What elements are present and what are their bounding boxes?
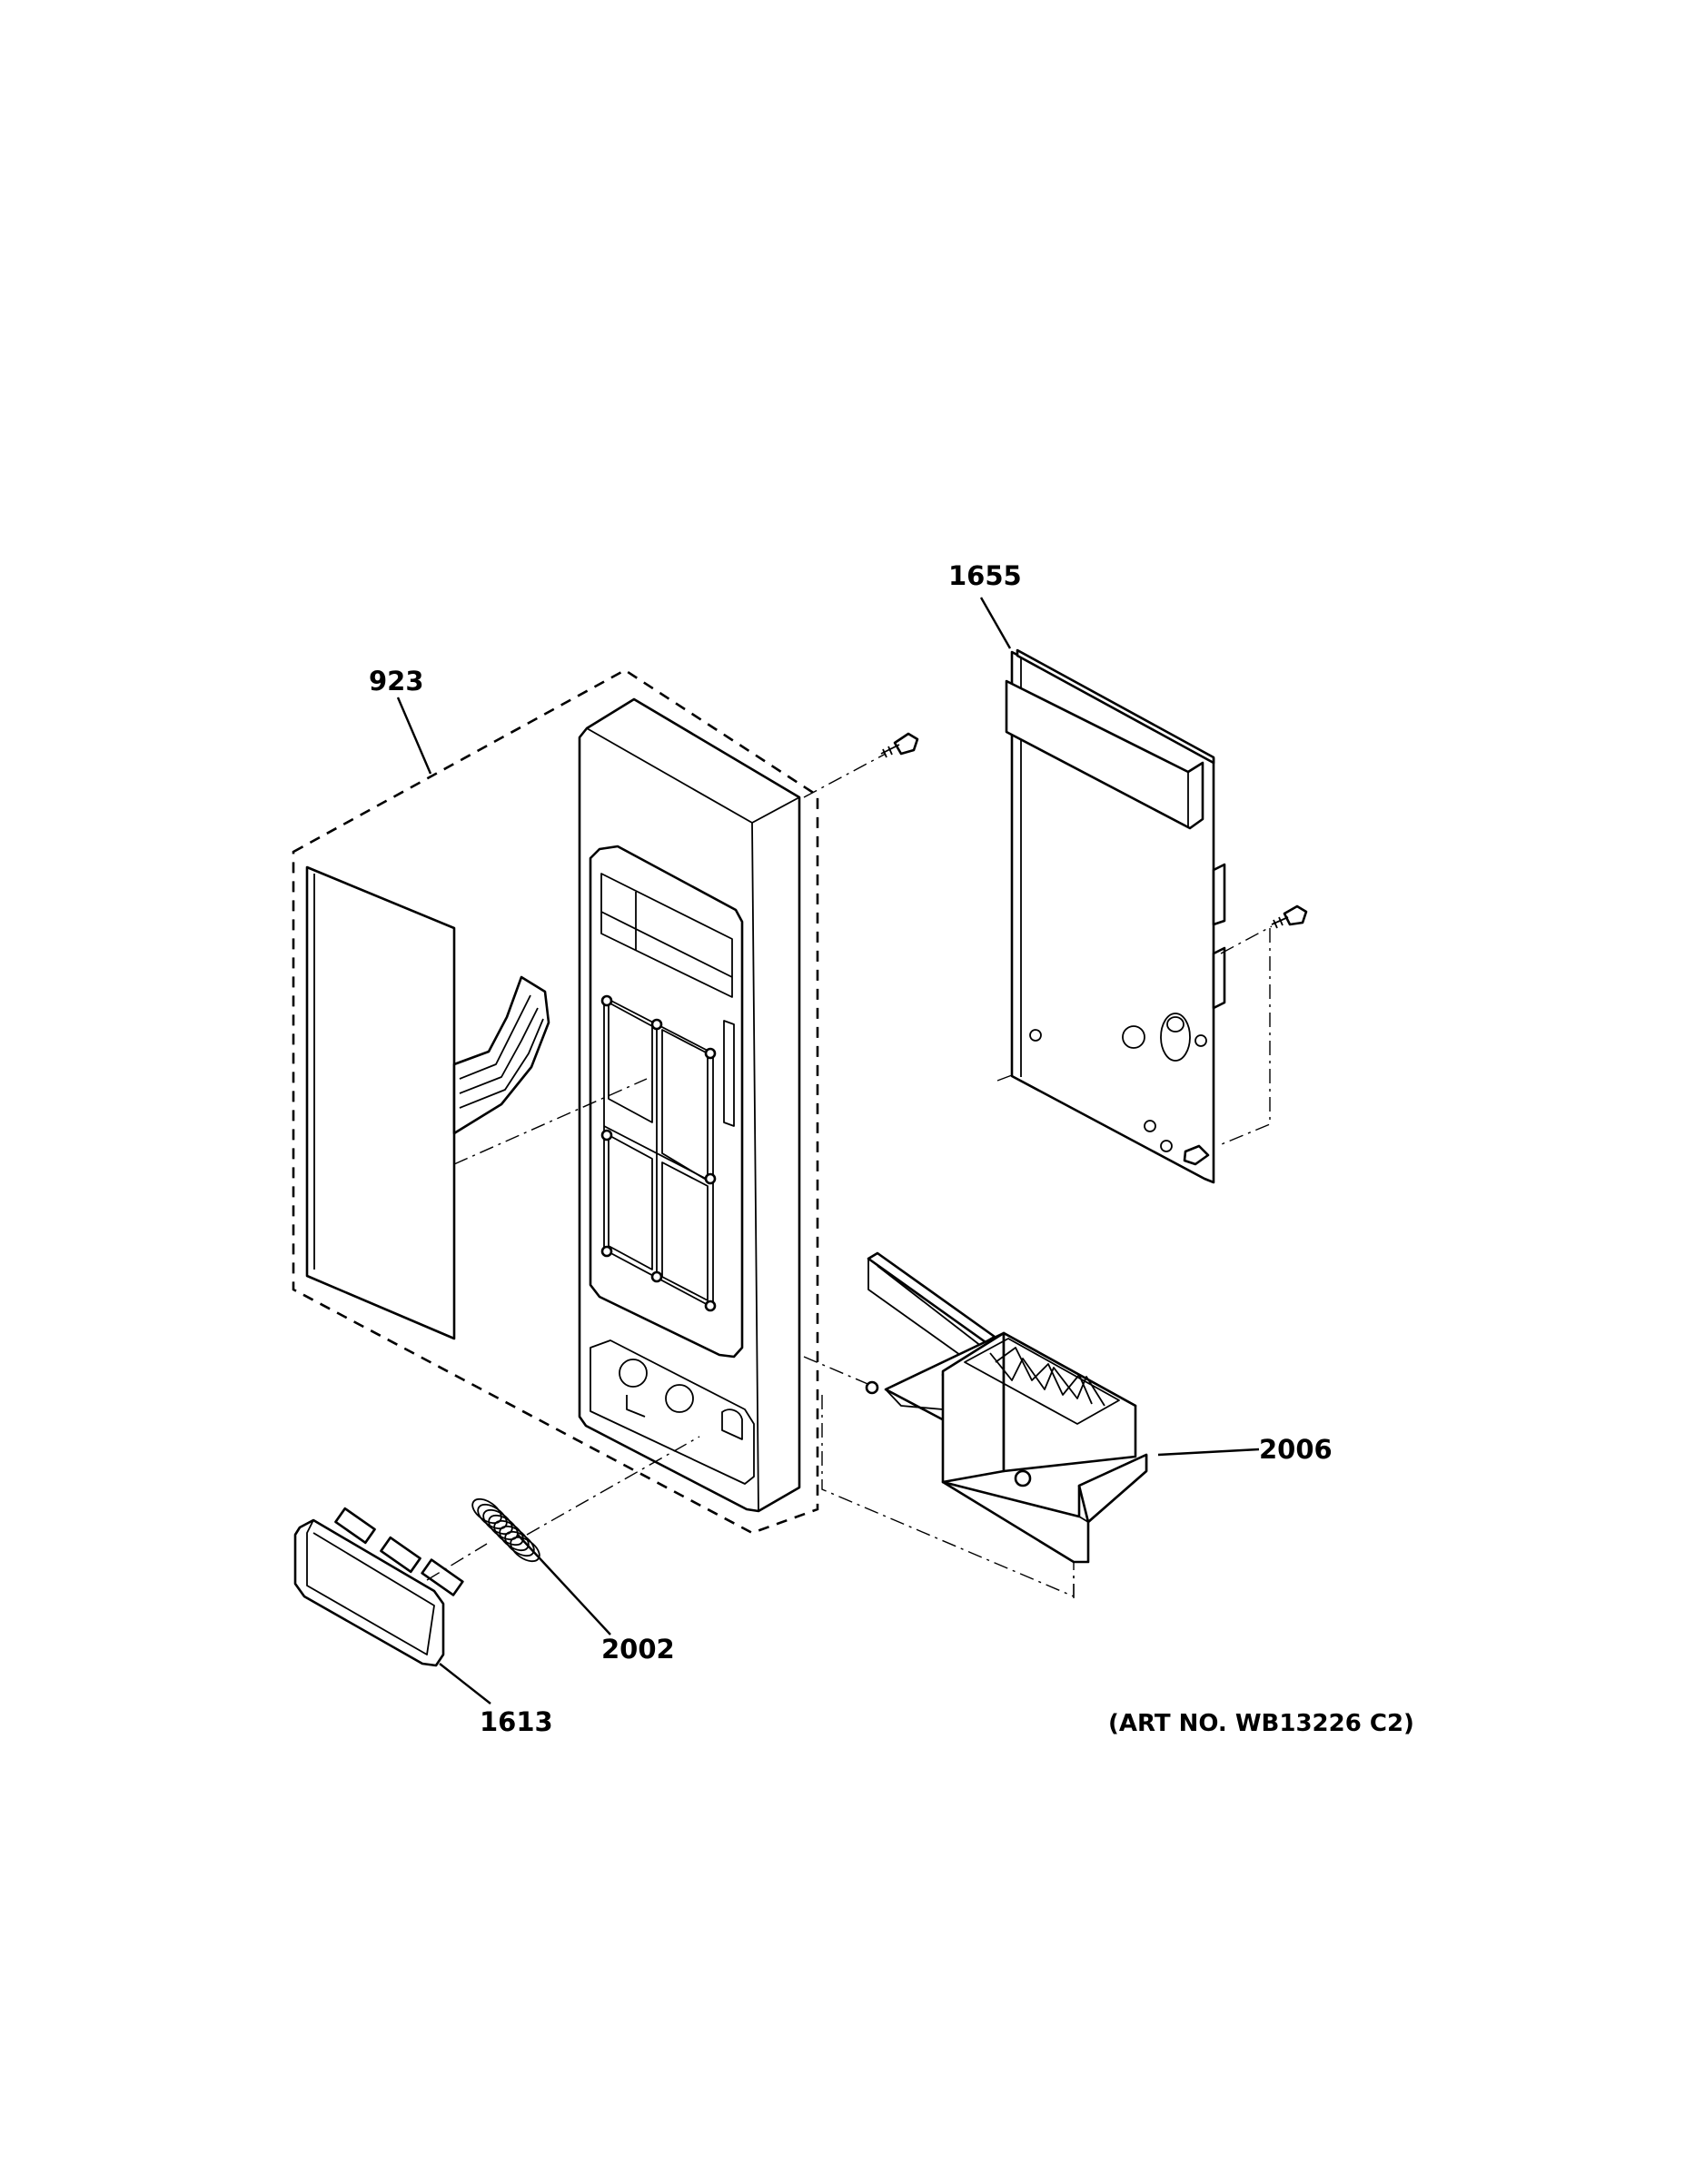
leader-1655 xyxy=(979,597,1012,649)
callout-1655: 1655 xyxy=(948,560,1022,591)
control-panel-housing xyxy=(578,697,801,1513)
alignment-lines xyxy=(426,753,1273,1598)
membrane-keypad xyxy=(305,865,550,1340)
leader-923 xyxy=(396,697,432,775)
assembly-923-boundary xyxy=(292,668,819,1535)
circuit-board-1655 xyxy=(1005,648,1226,1184)
callout-923: 923 xyxy=(369,666,424,697)
callout-2002: 2002 xyxy=(601,1634,675,1665)
callout-2006: 2006 xyxy=(1259,1434,1333,1465)
leader-1613 xyxy=(439,1663,491,1705)
screw-upper xyxy=(880,732,919,758)
leader-lines xyxy=(396,597,1260,1705)
spring-2002 xyxy=(471,1497,540,1563)
latch-lever-2006 xyxy=(865,1251,1148,1564)
push-button-1613 xyxy=(293,1507,464,1667)
screw-board xyxy=(1271,904,1308,929)
leader-2002 xyxy=(517,1534,611,1636)
art-number: (ART NO. WB13226 C2) xyxy=(1108,1710,1414,1737)
leader-2006 xyxy=(1157,1448,1260,1457)
callout-1613: 1613 xyxy=(480,1706,553,1737)
